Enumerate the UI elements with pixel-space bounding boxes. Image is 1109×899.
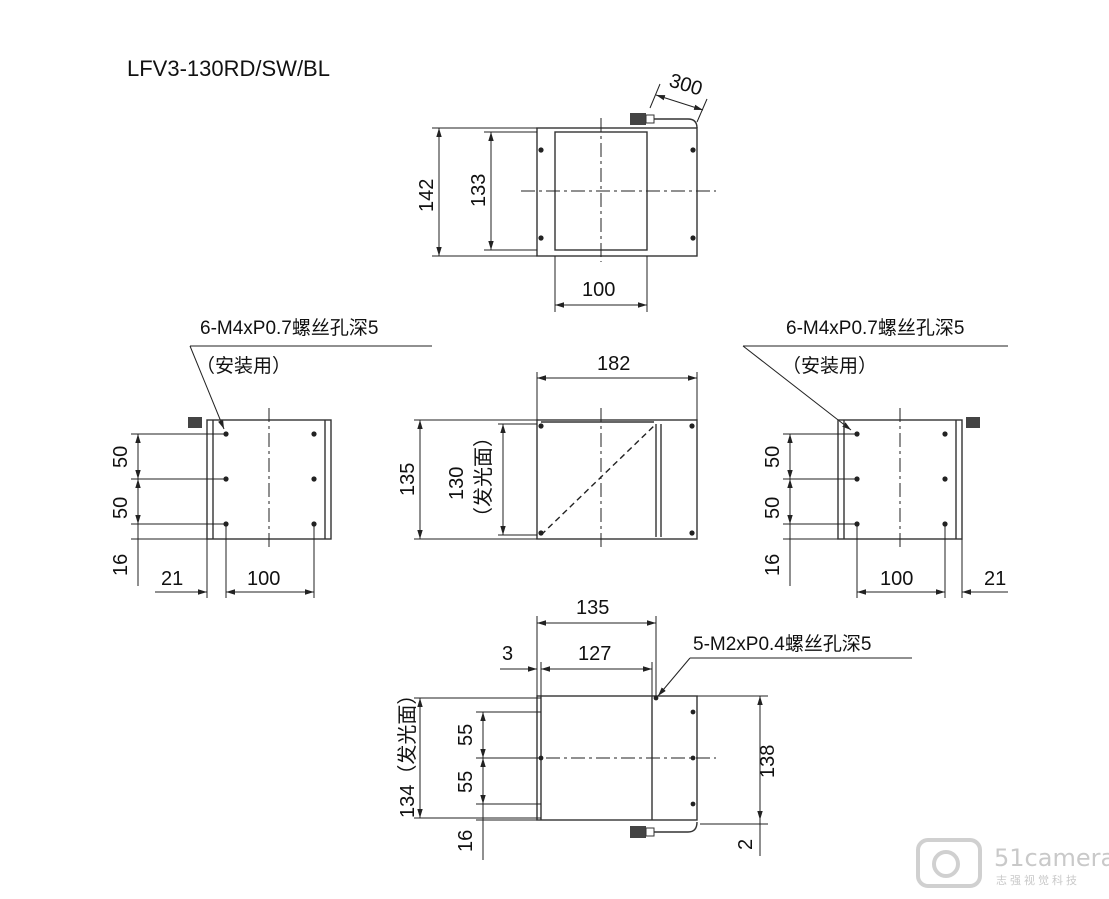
left-hole-note-sub: （安装用） xyxy=(196,355,291,377)
bottom-dim-edge-offset: 3 xyxy=(502,643,513,665)
dim-window-width: 100 xyxy=(582,279,615,301)
dim-top-height-outer: 142 xyxy=(416,179,438,212)
watermark-brand: 51camera xyxy=(994,844,1109,872)
front-dim-height: 135 xyxy=(397,463,419,496)
left-dim-pitch-2: 50 xyxy=(110,497,132,519)
top-view: 300 142 133 100 xyxy=(416,70,716,312)
right-hole-note-sub: （安装用） xyxy=(782,355,877,377)
bottom-dim-inner-width: 127 xyxy=(578,643,611,665)
front-view: 182 135 130 （发光面） xyxy=(397,353,698,550)
right-dim-offset: 21 xyxy=(984,568,1006,590)
bottom-view: 135 127 3 5-M2xP0.4螺丝孔深5 134（发光面） 55 55 … xyxy=(396,597,912,860)
left-dim-pitch-1: 50 xyxy=(110,446,132,468)
dim-top-height-inner: 133 xyxy=(468,174,490,207)
right-view: 6-M4xP0.7螺丝孔深5 （安装用） 50 50 16 100 21 xyxy=(742,317,1008,598)
dim-cable-length: 300 xyxy=(667,70,705,101)
bottom-dim-pitch-1: 55 xyxy=(455,724,477,746)
right-dim-spacing: 100 xyxy=(880,568,913,590)
bottom-dim-edge: 2 xyxy=(735,839,757,850)
left-hole-note: 6-M4xP0.7螺丝孔深5 xyxy=(200,317,378,339)
bottom-dim-pitch-2: 55 xyxy=(455,771,477,793)
model-title: LFV3-130RD/SW/BL xyxy=(127,56,330,81)
top-view-body xyxy=(536,127,698,257)
bottom-dim-height: 138 xyxy=(757,745,779,778)
bottom-cable-connector xyxy=(630,821,698,838)
right-dim-pitch-2: 50 xyxy=(762,497,784,519)
bottom-dim-bottom: 16 xyxy=(455,830,477,852)
left-dim-spacing: 100 xyxy=(247,568,280,590)
left-dim-offset: 21 xyxy=(161,568,183,590)
bottom-dim-emitting: 134（发光面） xyxy=(396,685,419,818)
right-dim-pitch-1: 50 xyxy=(762,446,784,468)
watermark-logo: 51camera 志强视觉科技 xyxy=(916,838,1109,888)
watermark-tagline: 志强视觉科技 xyxy=(996,873,1080,887)
cable-connector xyxy=(630,113,698,129)
front-dim-width: 182 xyxy=(597,353,630,375)
front-dim-emitting-label: （发光面） xyxy=(472,427,495,527)
left-view: 6-M4xP0.7螺丝孔深5 （安装用） 50 50 16 21 100 xyxy=(110,317,432,598)
right-dim-bottom: 16 xyxy=(762,554,784,576)
front-dim-emitting: 130 xyxy=(446,467,468,500)
right-hole-note: 6-M4xP0.7螺丝孔深5 xyxy=(786,317,964,339)
bottom-hole-note: 5-M2xP0.4螺丝孔深5 xyxy=(693,633,871,655)
left-dim-bottom: 16 xyxy=(110,554,132,576)
front-view-body xyxy=(536,419,698,540)
bottom-dim-overall-width: 135 xyxy=(576,597,609,619)
